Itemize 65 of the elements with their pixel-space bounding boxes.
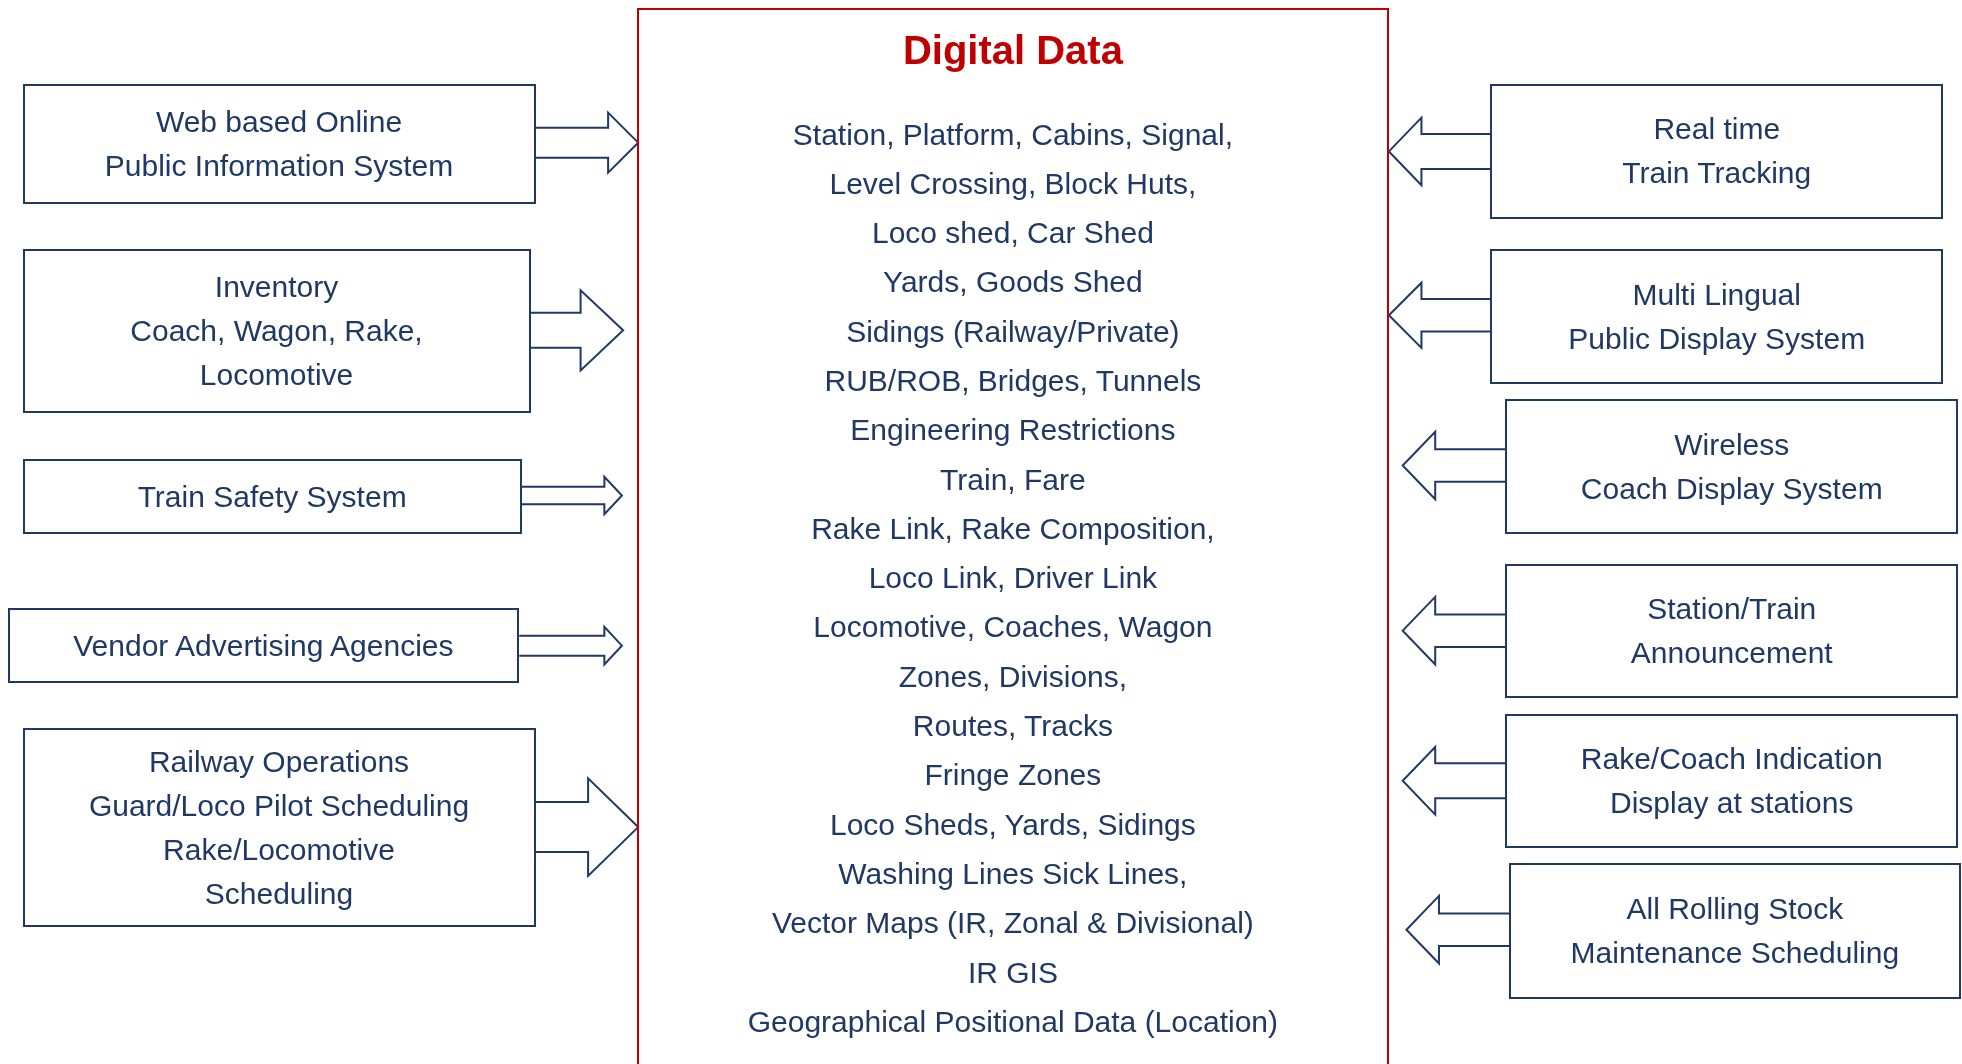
data-item: Geographical Positional Data (Location) bbox=[747, 1003, 1279, 1040]
box-label: Vendor Advertising Agencies bbox=[73, 627, 454, 664]
block-arrow bbox=[1387, 115, 1492, 188]
block-arrow bbox=[1401, 429, 1507, 502]
box-label: Train Tracking bbox=[1622, 155, 1812, 192]
source-box bbox=[1505, 714, 1959, 849]
source-box bbox=[7, 608, 520, 684]
box-label: Maintenance Scheduling bbox=[1570, 934, 1900, 971]
box-label: Coach Display System bbox=[1580, 470, 1883, 507]
block-arrow bbox=[1405, 893, 1511, 966]
block-arrow bbox=[534, 110, 640, 176]
source-box bbox=[1505, 564, 1959, 699]
data-item: Loco shed, Car Shed bbox=[871, 215, 1154, 252]
data-item: Engineering Restrictions bbox=[850, 412, 1176, 449]
source-box bbox=[1490, 249, 1944, 385]
box-label: Guard/Loco Pilot Scheduling bbox=[88, 787, 470, 824]
box-label: Display at stations bbox=[1610, 785, 1854, 822]
block-arrow bbox=[1401, 744, 1507, 818]
data-item: Locomotive, Coaches, Wagon bbox=[813, 609, 1213, 646]
box-label: Rake/Coach Indication bbox=[1580, 741, 1883, 778]
data-item: Fringe Zones bbox=[924, 757, 1102, 794]
block-arrow bbox=[1401, 594, 1507, 667]
data-item: Routes, Tracks bbox=[912, 708, 1113, 745]
box-label: All Rolling Stock bbox=[1626, 890, 1844, 927]
source-box bbox=[22, 249, 531, 413]
data-item: Washing Lines Sick Lines, bbox=[838, 855, 1188, 892]
source-box bbox=[1505, 399, 1959, 535]
panel-title: Digital Data bbox=[902, 26, 1123, 74]
block-arrow bbox=[520, 474, 624, 517]
block-arrow bbox=[529, 288, 625, 373]
data-item: IR GIS bbox=[967, 954, 1058, 991]
box-label: Coach, Wagon, Rake, bbox=[130, 312, 423, 349]
source-box bbox=[22, 83, 536, 204]
box-label: Announcement bbox=[1630, 635, 1833, 672]
box-label: Web based Online bbox=[155, 103, 403, 140]
box-label: Station/Train bbox=[1647, 591, 1817, 628]
box-label: Locomotive bbox=[199, 356, 354, 393]
data-item: Loco Link, Driver Link bbox=[868, 560, 1158, 597]
data-item: RUB/ROB, Bridges, Tunnels bbox=[824, 363, 1202, 399]
source-box bbox=[1509, 863, 1961, 999]
box-label: Inventory bbox=[214, 268, 339, 305]
box-label: Train Safety System bbox=[137, 478, 407, 515]
box-label: Wireless bbox=[1674, 426, 1790, 463]
block-arrow bbox=[1387, 280, 1492, 351]
box-label: Multi Lingual bbox=[1632, 276, 1801, 313]
box-label: Railway Operations bbox=[148, 743, 410, 780]
data-item: Vector Maps (IR, Zonal & Divisional) bbox=[771, 905, 1254, 942]
data-item: Level Crossing, Block Huts, bbox=[829, 165, 1197, 202]
data-item: Sidings (Railway/Private) bbox=[846, 313, 1180, 350]
box-label: Rake/Locomotive Scheduling bbox=[162, 831, 396, 912]
data-item: Loco Sheds, Yards, Sidings bbox=[830, 806, 1196, 843]
data-item: Yards, Goods Shed bbox=[883, 264, 1143, 301]
block-arrow bbox=[518, 624, 624, 667]
source-box bbox=[1490, 83, 1944, 219]
box-label: Public Information System bbox=[104, 147, 454, 184]
block-arrow bbox=[534, 775, 640, 879]
data-item: Zones, Divisions, bbox=[898, 658, 1128, 695]
source-box bbox=[22, 728, 536, 928]
data-item: Train, Fare bbox=[940, 461, 1086, 498]
box-label: Public Display System bbox=[1568, 320, 1866, 357]
box-label: Real time bbox=[1653, 111, 1781, 148]
source-box bbox=[22, 459, 522, 535]
data-panel bbox=[636, 7, 1389, 1064]
data-item: Station, Platform, Cabins, Signal, bbox=[792, 116, 1233, 153]
data-item: Rake Link, Rake Composition, bbox=[811, 510, 1215, 547]
